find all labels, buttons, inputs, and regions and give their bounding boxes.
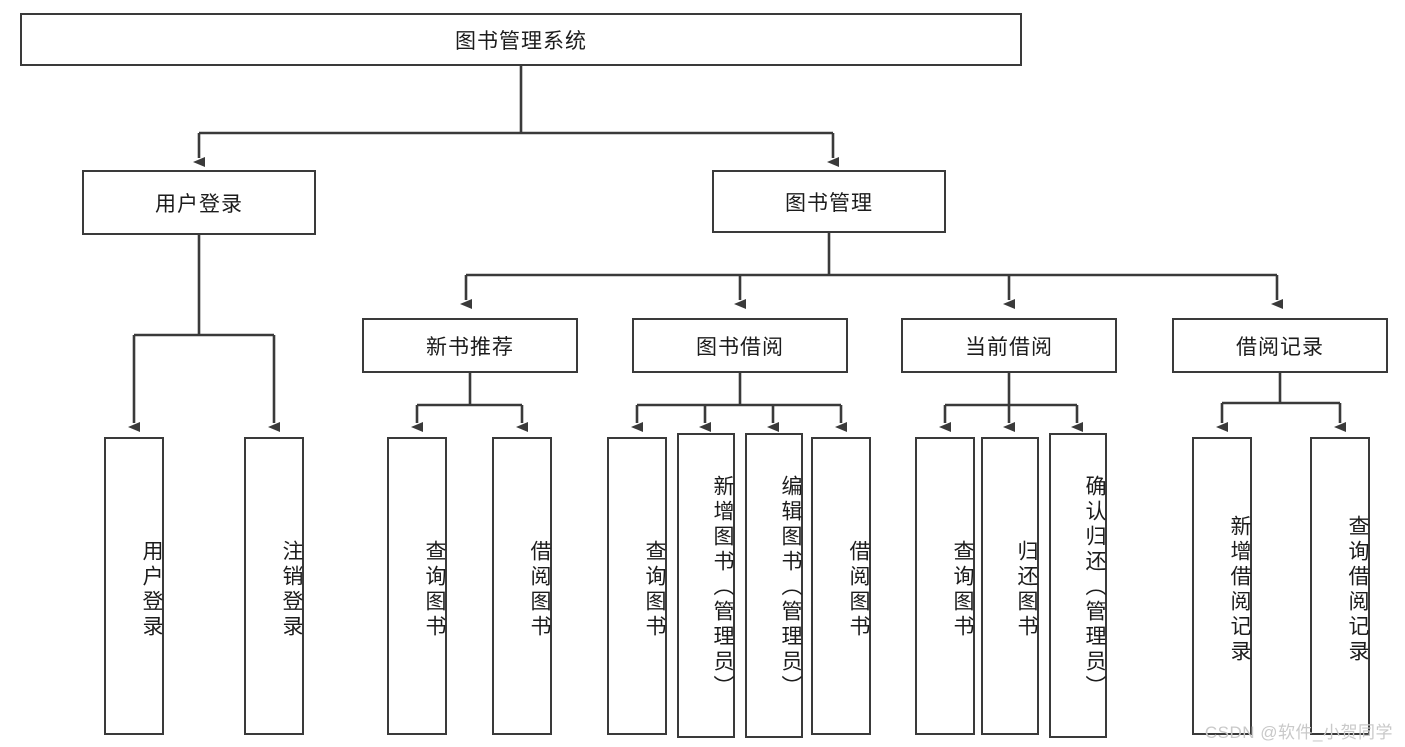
leaf-current-borrow-query-books[interactable]: 查询图书 xyxy=(915,437,975,735)
node-new-book-recommend[interactable]: 新书推荐 xyxy=(362,318,578,373)
node-label: 图书借阅 xyxy=(696,335,784,359)
leaf-current-borrow-return-books[interactable]: 归还图书 xyxy=(981,437,1039,735)
node-label: 借阅记录 xyxy=(1236,335,1324,359)
leaf-user-login-login[interactable]: 用户登录 xyxy=(104,437,164,735)
node-label: 当前借阅 xyxy=(965,335,1053,359)
leaf-user-login-logout[interactable]: 注销登录 xyxy=(244,437,304,735)
watermark-text: CSDN @软件_小贺同学 xyxy=(1204,723,1393,742)
node-label: 借阅图书 xyxy=(528,540,551,640)
node-label: 编辑图书（管理员） xyxy=(779,475,802,700)
node-user-login[interactable]: 用户登录 xyxy=(82,170,316,235)
node-label: 借阅图书 xyxy=(847,540,870,640)
leaf-book-borrow-add-book-admin[interactable]: 新增图书（管理员） xyxy=(677,433,735,738)
node-label: 注销登录 xyxy=(280,540,303,640)
node-borrow-record[interactable]: 借阅记录 xyxy=(1172,318,1388,373)
node-book-management[interactable]: 图书管理 xyxy=(712,170,946,233)
node-book-borrow[interactable]: 图书借阅 xyxy=(632,318,848,373)
node-label: 用户登录 xyxy=(155,192,243,216)
leaf-book-borrow-borrow-books[interactable]: 借阅图书 xyxy=(811,437,871,735)
leaf-new-book-query-books[interactable]: 查询图书 xyxy=(387,437,447,735)
leaf-new-book-borrow-books[interactable]: 借阅图书 xyxy=(492,437,552,735)
node-root-book-management-system[interactable]: 图书管理系统 xyxy=(20,13,1022,66)
node-label: 新增借阅记录 xyxy=(1228,515,1251,665)
node-label: 图书管理 xyxy=(785,191,873,215)
node-label: 查询图书 xyxy=(423,540,446,640)
node-current-borrow[interactable]: 当前借阅 xyxy=(901,318,1117,373)
node-label: 新书推荐 xyxy=(426,335,514,359)
node-label: 查询图书 xyxy=(643,540,666,640)
leaf-current-borrow-confirm-return-admin[interactable]: 确认归还（管理员） xyxy=(1049,433,1107,738)
node-label: 确认归还（管理员） xyxy=(1083,475,1106,700)
node-label: 查询借阅记录 xyxy=(1346,515,1369,665)
node-label: 用户登录 xyxy=(140,540,163,640)
node-label: 归还图书 xyxy=(1015,540,1038,640)
leaf-borrow-record-add-record[interactable]: 新增借阅记录 xyxy=(1192,437,1252,735)
node-label: 新增图书（管理员） xyxy=(711,475,734,700)
leaf-borrow-record-query-record[interactable]: 查询借阅记录 xyxy=(1310,437,1370,735)
leaf-book-borrow-query-books[interactable]: 查询图书 xyxy=(607,437,667,735)
leaf-book-borrow-edit-book-admin[interactable]: 编辑图书（管理员） xyxy=(745,433,803,738)
node-label: 图书管理系统 xyxy=(455,29,587,53)
node-label: 查询图书 xyxy=(951,540,974,640)
